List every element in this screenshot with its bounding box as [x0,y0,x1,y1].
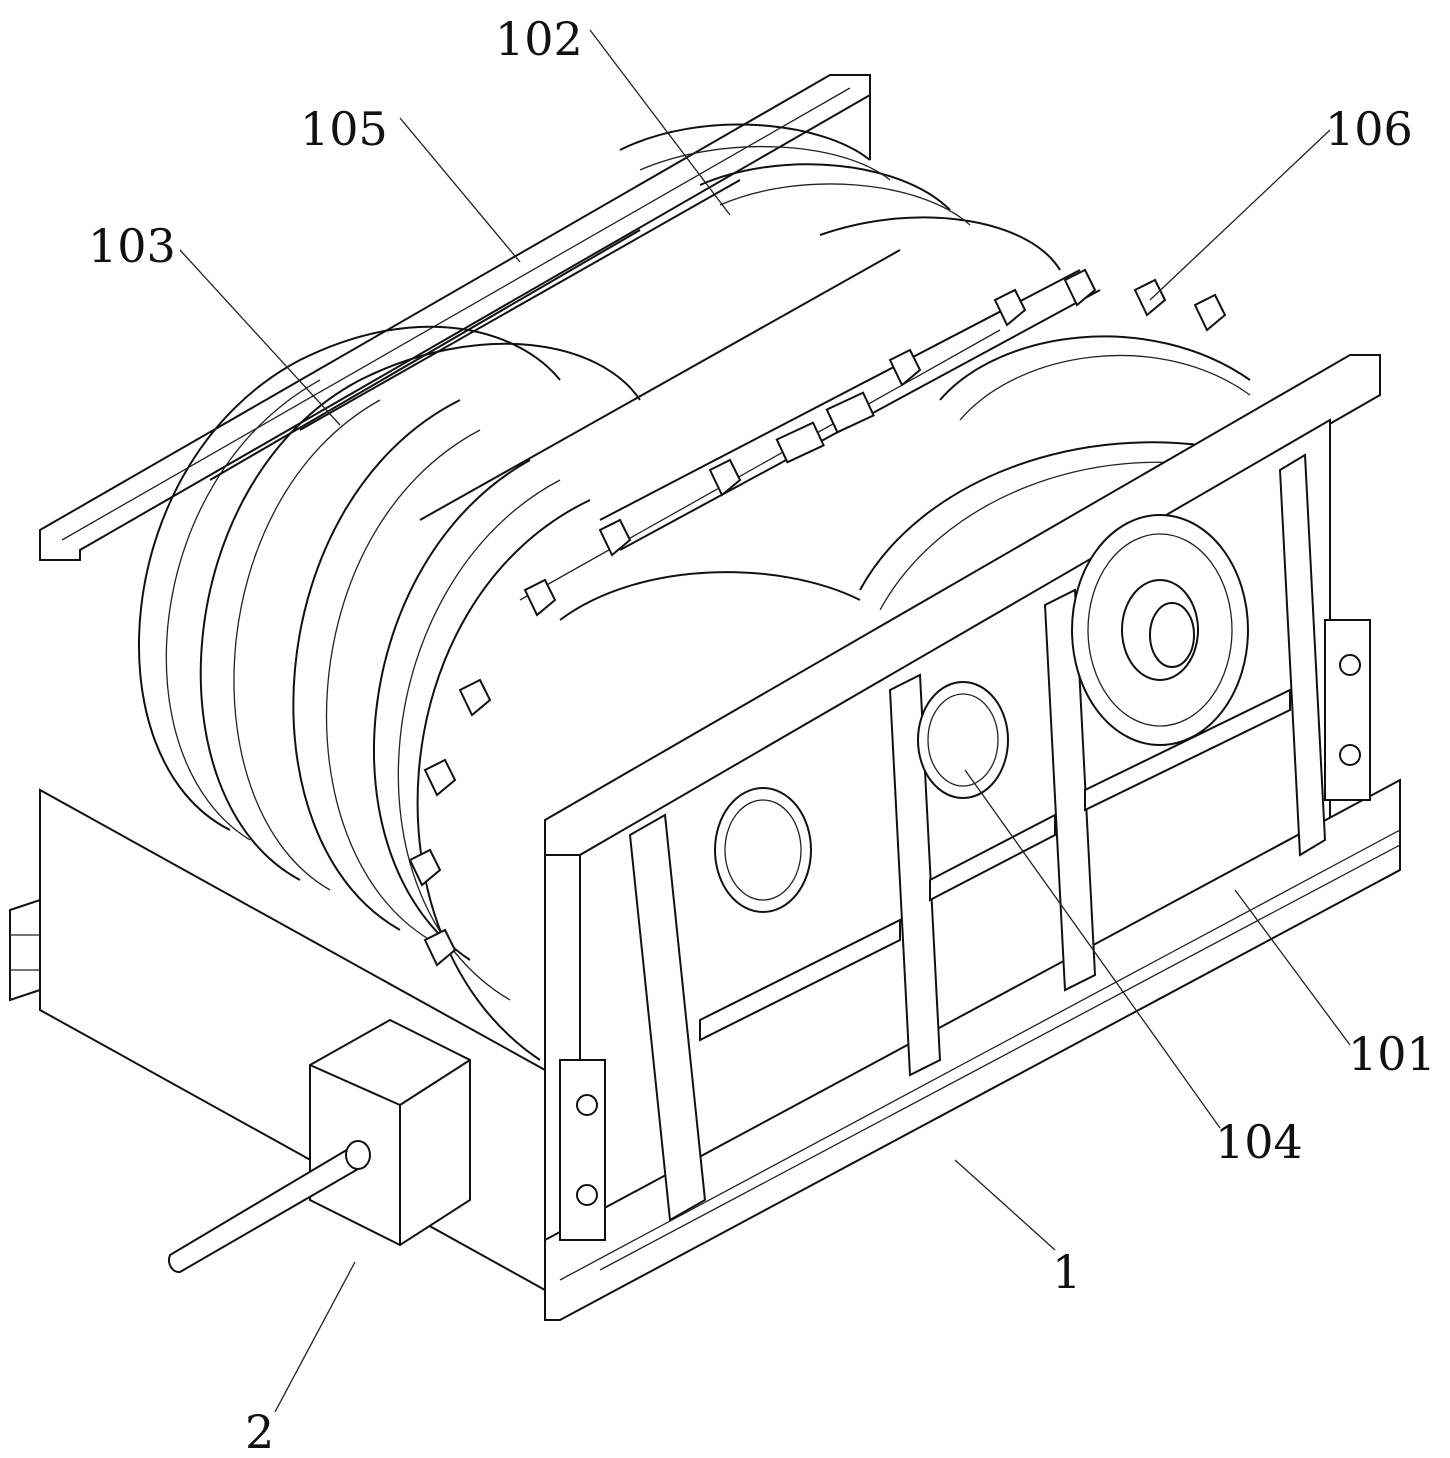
label-103: 103 [88,219,176,273]
leader-lines [179,29,1351,1413]
label-2: 2 [245,1405,274,1458]
label-1: 1 [1052,1245,1081,1299]
rear-rail [39,74,871,561]
label-105: 105 [300,102,388,156]
bearing-flanges [714,514,1249,913]
label-106: 106 [1325,102,1413,156]
label-104: 104 [1215,1115,1303,1169]
label-102: 102 [495,12,583,66]
label-101: 101 [1348,1027,1436,1081]
motor-unit [168,1018,471,1274]
